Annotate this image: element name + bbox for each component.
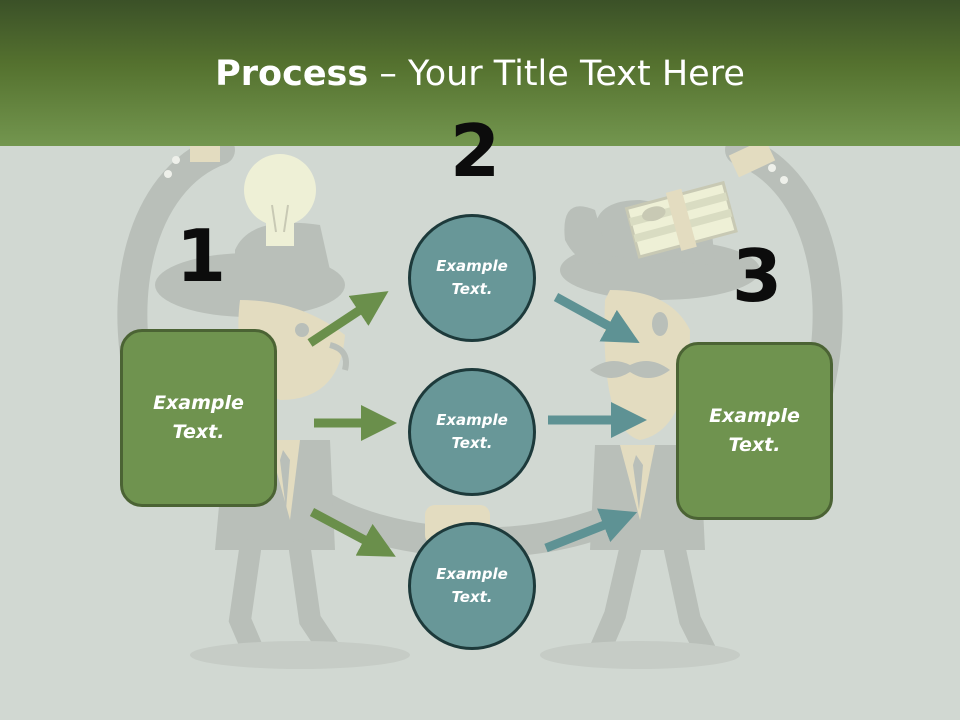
arrow-from-top-circle [553,293,640,344]
process-circle-bottom-text: Example Text. [436,565,508,606]
header-band [0,0,960,146]
step-box-left-text: Example Text. [153,392,244,443]
process-circle-middle: Example Text. [408,368,536,496]
step-number-3: 3 [732,234,783,318]
title-bold: Process [215,54,369,94]
arrow-to-top-circle [307,291,389,347]
slide-title: Process – Your Title Text Here [0,52,960,96]
step-box-right: Example Text. [676,342,833,520]
step-number-1: 1 [176,214,227,298]
step-box-left: Example Text. [120,329,277,507]
title-rest: – Your Title Text Here [368,54,745,94]
arrow-to-bottom-circle [309,508,396,557]
process-circle-top: Example Text. [408,214,536,342]
step-box-right-text: Example Text. [709,405,800,456]
step-number-2: 2 [450,109,501,193]
process-circle-top-text: Example Text. [436,257,508,298]
process-circle-bottom: Example Text. [408,522,536,650]
arrow-from-bottom-circle [544,508,638,553]
process-circle-middle-text: Example Text. [436,411,508,452]
